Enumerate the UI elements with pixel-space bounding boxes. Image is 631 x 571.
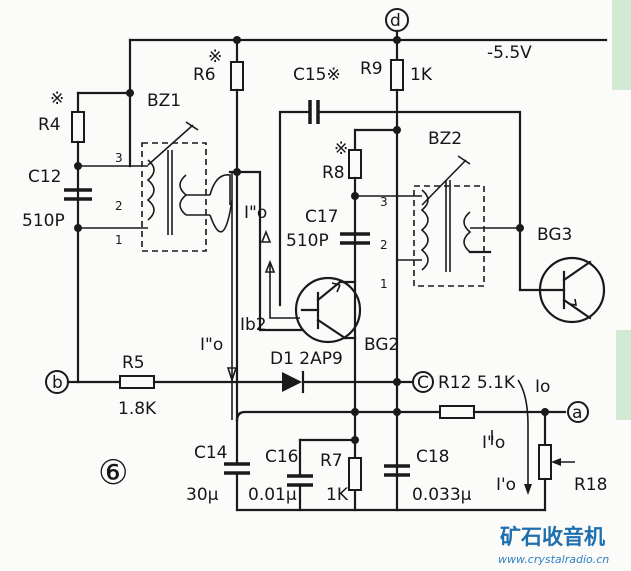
label-c15: C15※: [293, 65, 341, 85]
io-double-prime-arrow: [226, 229, 272, 383]
page-edge-strip: [612, 0, 631, 90]
label-c12: C12: [28, 167, 62, 187]
label-c18-value: 0.033μ: [412, 485, 472, 505]
label-c17-value: 510P: [286, 231, 329, 251]
resistor-r4: [71, 89, 134, 384]
label-node-b: b: [52, 373, 63, 393]
label-r9: R9: [360, 59, 383, 79]
label-r8-mark: ※: [334, 139, 348, 159]
label-r7: R7: [320, 451, 343, 471]
label-d1: D1 2AP9: [270, 349, 343, 369]
resistor-r7: [348, 457, 362, 491]
watermark-url: www.crystalradio.cn: [498, 553, 609, 566]
label-bz2-pin1: 1: [380, 277, 388, 291]
label-io-pp-right: I"o: [482, 433, 505, 453]
label-r4: R4: [38, 115, 61, 135]
transistor-bg3: [518, 226, 606, 324]
label-c16-value: 0.01μ: [248, 485, 297, 505]
label-r12: R12 5.1K: [438, 373, 516, 393]
supply-rail: [128, 38, 608, 95]
label-bg3: BG3: [537, 225, 572, 245]
label-bz1: BZ1: [147, 91, 181, 111]
label-io-pp-top: I"o: [244, 203, 267, 223]
label-supply: -5.5V: [487, 43, 532, 63]
label-c18: C18: [416, 447, 450, 467]
label-bz1-pin3: 3: [115, 151, 123, 165]
label-r5: R5: [122, 353, 145, 373]
node-c: [412, 371, 434, 393]
label-c14: C14: [194, 443, 228, 463]
label-bz2-pin3: 3: [380, 195, 388, 209]
io-current-arrows: [491, 379, 532, 495]
label-bz1-pin2: 2: [115, 199, 123, 213]
ib2-current-arrow: [264, 259, 300, 319]
label-r4-mark: ※: [50, 89, 64, 109]
label-r7-value: 1K: [326, 485, 349, 505]
label-r5-value: 1.8K: [118, 399, 157, 419]
label-bz2-pin2: 2: [380, 238, 388, 252]
label-c16: C16: [265, 447, 299, 467]
transformer-bz1: [78, 91, 231, 252]
resistor-r8: [348, 128, 399, 512]
capacitor-c12: [64, 188, 92, 201]
label-bg2: BG2: [364, 335, 399, 355]
label-io: Io: [535, 377, 550, 397]
label-ib2: Ib2: [240, 315, 267, 335]
capacitor-c14: [224, 418, 250, 512]
node-b: [45, 370, 122, 394]
label-io-pp-left: I"o: [200, 335, 223, 355]
resistor-r12: [235, 405, 567, 422]
label-r18: R18: [574, 475, 607, 495]
diode-d1: [282, 370, 415, 394]
transistor-bg2: [294, 276, 362, 344]
page-edge-strip: [616, 330, 631, 420]
figure-number: ⑥: [98, 453, 128, 493]
potentiometer-r18: [538, 410, 575, 512]
resistor-r6: [230, 36, 244, 422]
watermark-title: 矿石收音机: [500, 525, 605, 549]
label-r8: R8: [322, 163, 345, 183]
label-bz1-pin1: 1: [115, 233, 123, 247]
label-c12-value: 510P: [22, 211, 65, 231]
capacitor-c18: [384, 464, 410, 477]
label-r6-mark: ※: [208, 47, 222, 67]
label-r9-value: 1K: [410, 65, 433, 85]
label-bz2: BZ2: [428, 129, 462, 149]
label-node-c: C: [417, 373, 429, 393]
capacitor-c15: [278, 100, 522, 307]
resistor-r5: [119, 375, 284, 389]
label-io-prime: I'o: [496, 475, 516, 495]
transformer-bz2: [355, 155, 524, 287]
label-c17: C17: [305, 207, 339, 227]
capacitor-c16: [287, 436, 359, 512]
resistor-r9: [390, 38, 404, 512]
capacitor-c17: [340, 232, 370, 245]
label-node-a: a: [572, 403, 582, 423]
node-a: [567, 401, 589, 423]
label-c14-value: 30μ: [186, 485, 219, 505]
label-node-d: d: [390, 11, 401, 31]
label-r6: R6: [193, 65, 216, 85]
